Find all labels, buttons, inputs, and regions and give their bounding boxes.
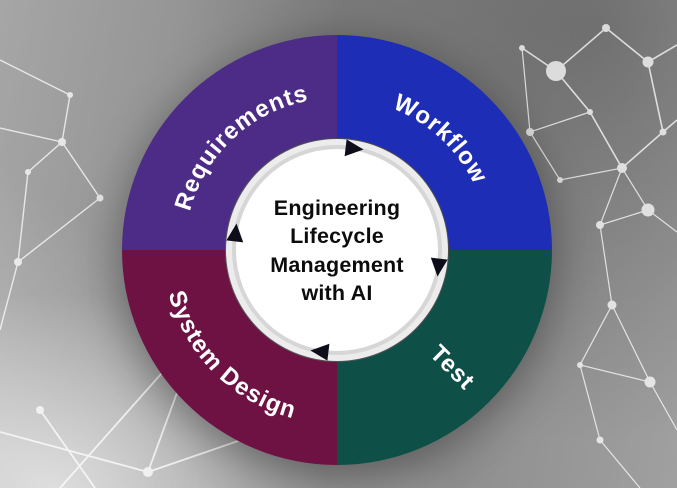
network-lines <box>0 59 101 331</box>
segment-workflow <box>337 35 552 250</box>
clockwise-arrow-icon <box>430 257 448 277</box>
cycle-arrows <box>226 139 448 361</box>
cycle-ring <box>232 145 442 355</box>
network-background-graphic <box>0 24 677 488</box>
segment-requirements <box>122 35 337 250</box>
center-circle <box>233 146 441 354</box>
center-title-line: Engineering <box>273 196 401 220</box>
clockwise-arrow-icon <box>310 343 330 361</box>
segment-test <box>337 250 552 465</box>
center-title: Engineering Lifecycle Management with AI <box>227 194 447 308</box>
clockwise-arrow-icon <box>344 139 364 157</box>
center-title-line: with AI <box>301 281 373 306</box>
network-lines <box>521 26 677 170</box>
center-title-line: Lifecycle <box>290 224 384 249</box>
lifecycle-wheel: Requirements Workflow System Design Test <box>122 35 552 465</box>
clockwise-arrow-icon <box>226 223 244 243</box>
center-title-line: Management <box>270 252 404 277</box>
segment-system-design <box>122 250 337 465</box>
network-nodes <box>14 24 667 477</box>
